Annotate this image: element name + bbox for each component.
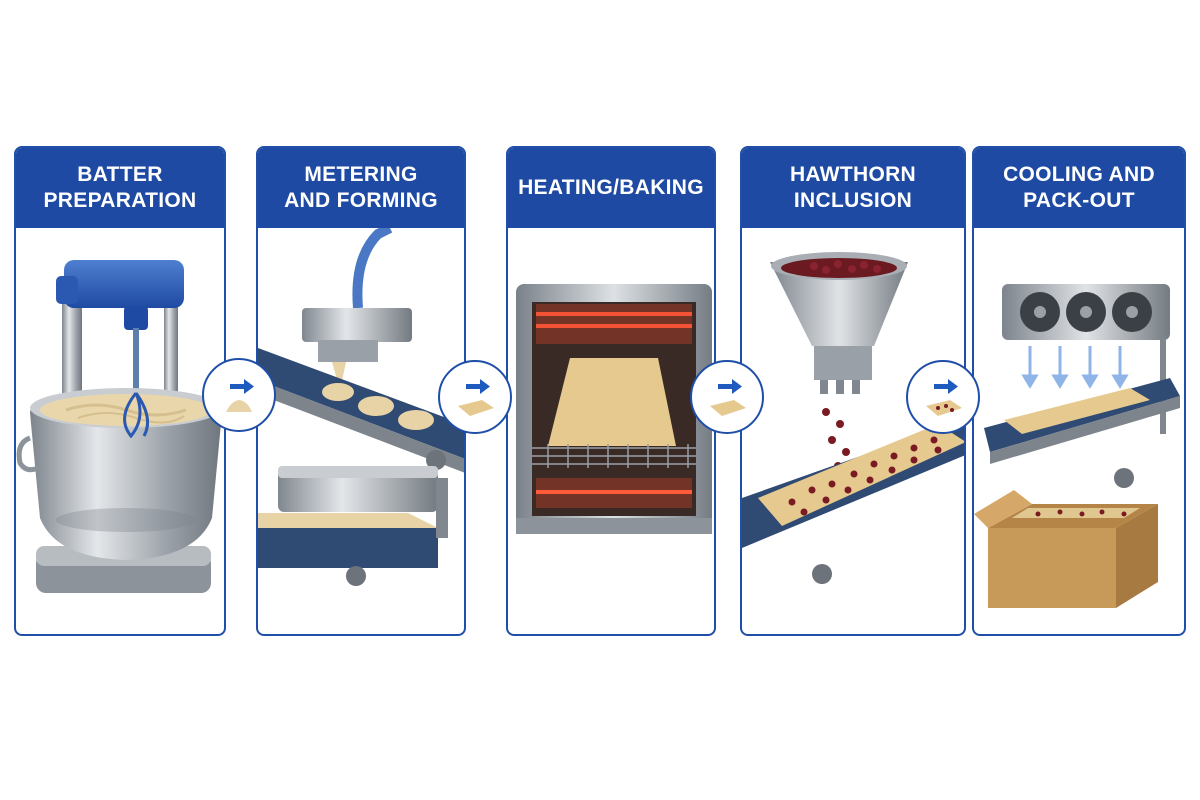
stage-title: BATTER PREPARATION xyxy=(43,163,197,212)
stage-header: HAWTHORN INCLUSION xyxy=(742,148,964,228)
stage-title: HEATING/BAKING xyxy=(518,176,704,199)
stage-title: METERING AND FORMING xyxy=(284,163,438,212)
stage-header: BATTER PREPARATION xyxy=(16,148,224,228)
connector-3 xyxy=(690,360,764,434)
right-arrow-icon xyxy=(710,379,746,416)
stage-card-batter-preparation: BATTER PREPARATION xyxy=(14,146,226,636)
stage-header: METERING AND FORMING xyxy=(258,148,464,228)
depositor-icon xyxy=(302,308,412,342)
connector-4 xyxy=(906,360,980,434)
stand-mixer-icon xyxy=(16,260,222,593)
connector-2 xyxy=(438,360,512,434)
right-arrow-icon xyxy=(458,379,494,416)
right-arrow-icon xyxy=(926,379,962,416)
cooling-and-pack-out-art xyxy=(974,284,1180,608)
stage-card-heating-baking: HEATING/BAKING xyxy=(506,146,716,636)
stage-card-cooling-and-pack-out: COOLING AND PACK-OUT xyxy=(972,146,1186,636)
stage-title: COOLING AND PACK-OUT xyxy=(1003,163,1155,212)
hopper-icon xyxy=(742,252,964,584)
stage-title: HAWTHORN INCLUSION xyxy=(789,163,917,212)
hose-icon xyxy=(352,228,393,309)
right-arrow-icon xyxy=(226,379,254,412)
carton-icon xyxy=(974,490,1158,608)
depositor-and-sheeter-icon xyxy=(258,228,464,586)
conveyor-icon xyxy=(984,378,1180,488)
stage-card-metering-and-forming: METERING AND FORMING xyxy=(256,146,466,636)
stage-header: HEATING/BAKING xyxy=(508,148,714,228)
stage-header: COOLING AND PACK-OUT xyxy=(974,148,1184,228)
tunnel-oven-icon xyxy=(516,284,712,534)
sheeter-icon xyxy=(258,466,448,586)
connector-1 xyxy=(202,358,276,432)
